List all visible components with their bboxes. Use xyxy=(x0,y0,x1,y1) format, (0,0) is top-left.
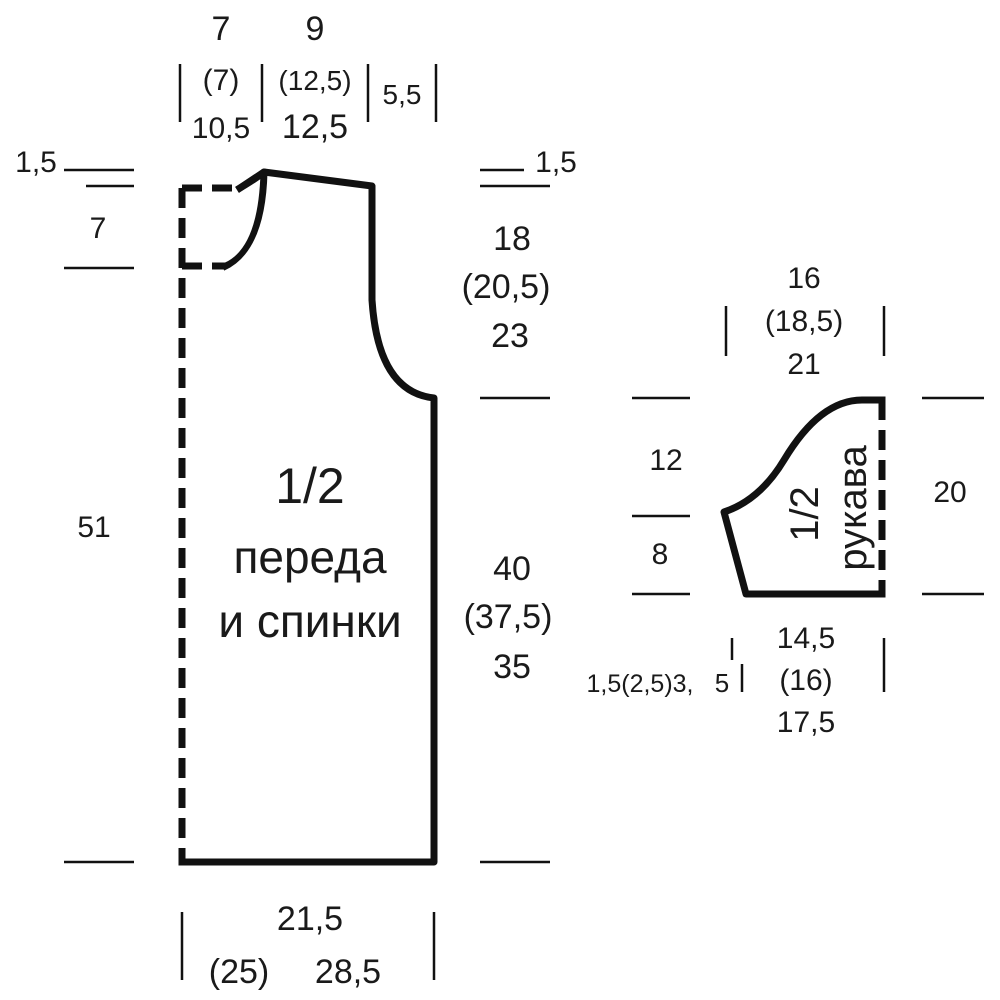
sleeve-bottom-offset-tail: 5 xyxy=(715,668,729,698)
sleeve-bottom-size2: (16) xyxy=(779,664,832,697)
sleeve-top-size3: 21 xyxy=(787,348,820,381)
armhole-size3: 23 xyxy=(491,317,529,355)
right-gap-width: 5,5 xyxy=(383,79,422,110)
sleeve-label-word: рукава xyxy=(831,445,875,571)
body-outline xyxy=(178,168,438,866)
sleeve-bottom-size1: 14,5 xyxy=(777,622,835,655)
bottom-width-size3: 28,5 xyxy=(315,953,381,991)
sleeve-bottom-ticks xyxy=(730,638,886,692)
neck-depth: 7 xyxy=(90,212,107,245)
body-piece xyxy=(178,168,438,866)
body-length: 51 xyxy=(77,511,110,544)
sleeve-bottom-offset: 1,5(2,5)3, xyxy=(586,670,693,698)
sleeve-bottom-size3: 17,5 xyxy=(777,706,835,739)
neck-width-size3: 12,5 xyxy=(282,108,348,146)
bottom-width-size2: (25) xyxy=(209,953,269,991)
sleeve-piece xyxy=(720,396,886,598)
armhole-size2: (20,5) xyxy=(462,268,551,306)
neckline-curve xyxy=(221,168,268,271)
sleeve-outline xyxy=(720,396,886,598)
shoulder-slope: 1,5 xyxy=(535,146,577,179)
bottom-width-ticks xyxy=(180,912,436,980)
side-seam-size3: 35 xyxy=(493,648,531,686)
sleeve-cap-height: 12 xyxy=(649,444,682,477)
bottom-width-size1: 21,5 xyxy=(277,900,343,938)
armhole-size1: 18 xyxy=(493,220,531,258)
sleeve-label-fraction: 1/2 xyxy=(783,486,827,542)
neck-top-offset: 1,5 xyxy=(15,146,57,179)
sleeve-top-size1: 16 xyxy=(787,262,820,295)
side-seam-size2: (37,5) xyxy=(464,598,553,636)
sleeve-label-word-group: рукава xyxy=(831,445,875,571)
shoulder-width-size3: 10,5 xyxy=(192,112,250,145)
sleeve-label-group: 1/2 xyxy=(783,486,827,542)
sleeve-lower-height: 8 xyxy=(652,538,669,571)
sleeve-left-ticks xyxy=(632,396,690,596)
sleeve-top-size2: (18,5) xyxy=(765,305,843,338)
left-side-ticks xyxy=(64,168,134,864)
top-width-ticks xyxy=(178,64,438,122)
neck-width-size2: (12,5) xyxy=(278,65,351,96)
sleeve-top-ticks xyxy=(724,306,886,356)
side-seam-size1: 40 xyxy=(493,550,531,588)
body-label-fraction: 1/2 xyxy=(275,458,345,514)
shoulder-width-size2: (7) xyxy=(203,64,240,97)
neck-width-size1: 9 xyxy=(306,10,325,48)
right-side-ticks xyxy=(480,168,550,864)
body-label-line3: и спинки xyxy=(218,595,401,647)
sleeve-total-height: 20 xyxy=(933,476,966,509)
sleeve-right-ticks xyxy=(922,396,984,596)
shoulder-width-size1: 7 xyxy=(212,10,231,48)
body-label-line2: переда xyxy=(233,531,386,583)
